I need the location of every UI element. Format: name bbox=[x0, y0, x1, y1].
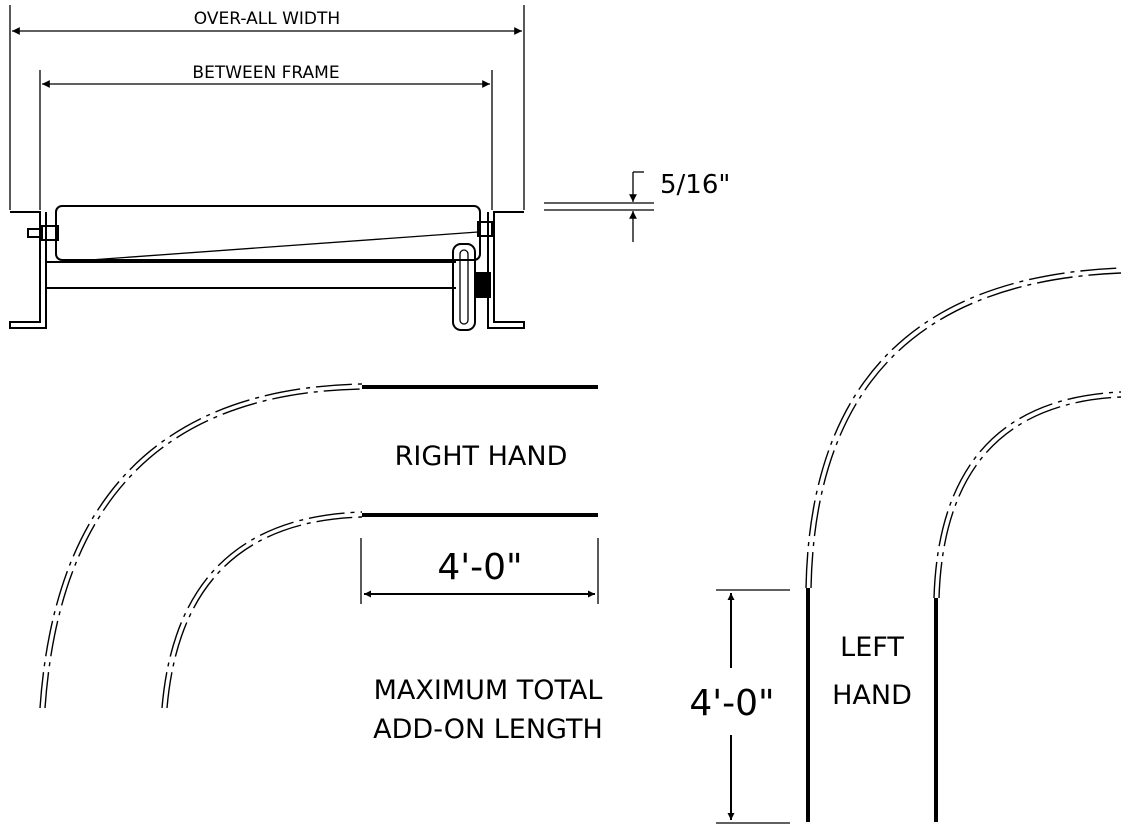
max-total-line2: ADD-ON LENGTH bbox=[373, 714, 603, 745]
right-length-label: 4'-0" bbox=[437, 547, 522, 588]
overall-width-label: OVER-ALL WIDTH bbox=[194, 9, 340, 29]
right-length-dimension: 4'-0" bbox=[360, 538, 599, 604]
overall-width-dimension: OVER-ALL WIDTH bbox=[9, 5, 525, 210]
roller bbox=[55, 205, 481, 261]
left-length-dimension: 4'-0" bbox=[689, 589, 790, 824]
max-total-line1: MAXIMUM TOTAL bbox=[374, 675, 603, 706]
left-hand-curve: LEFT HAND bbox=[805, 267, 1121, 822]
between-frame-label: BETWEEN FRAME bbox=[192, 63, 339, 83]
left-length-label: 4'-0" bbox=[689, 683, 774, 724]
left-hand-line2: HAND bbox=[832, 680, 912, 711]
gap-label: 5/16" bbox=[660, 170, 730, 200]
right-hand-curve: RIGHT HAND bbox=[39, 383, 598, 709]
wheel bbox=[452, 243, 476, 331]
between-frame-dimension: BETWEEN FRAME bbox=[39, 63, 493, 210]
conveyor-cross-section bbox=[9, 205, 525, 331]
gap-dimension: 5/16" bbox=[544, 170, 730, 242]
right-hand-label: RIGHT HAND bbox=[395, 441, 568, 472]
left-hand-line1: LEFT bbox=[840, 632, 904, 663]
